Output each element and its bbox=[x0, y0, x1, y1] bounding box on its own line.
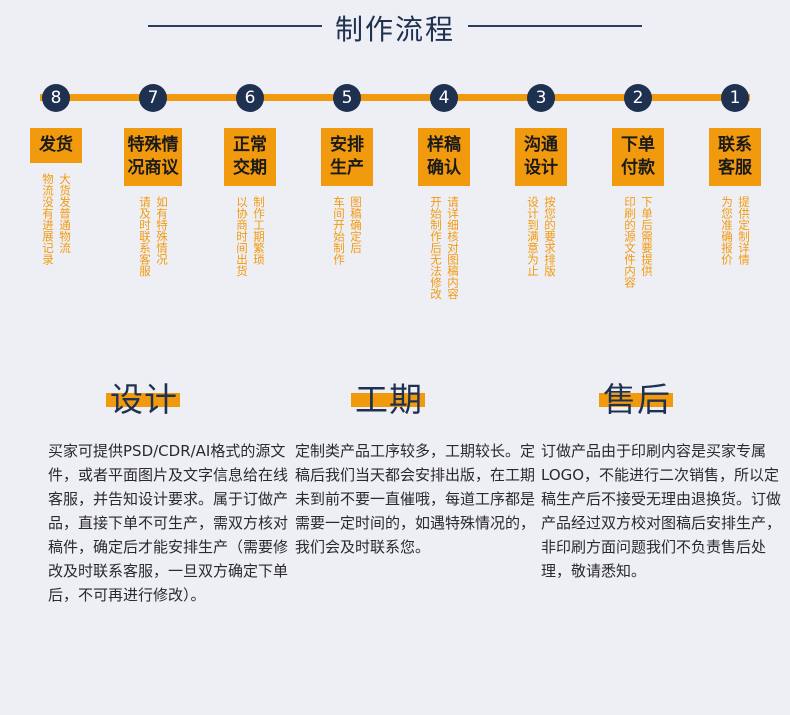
section-body: 买家可提供PSD/CDR/AI格式的源文件，或者平面图片及文字信息给在线客服，并… bbox=[48, 442, 289, 604]
step-label: 安排生产 bbox=[321, 128, 373, 186]
step-description: 制作工期繁琐 以协商时间出货 bbox=[220, 196, 280, 277]
timeline-bar bbox=[40, 94, 750, 101]
step-label: 下单付款 bbox=[612, 128, 664, 186]
step-7: 7 特殊情况商议 如有特殊情况 请及时联系客服 bbox=[123, 84, 183, 277]
step-number: 2 bbox=[624, 84, 652, 112]
step-6: 6 正常交期 制作工期繁琐 以协商时间出货 bbox=[220, 84, 280, 277]
page-title: 制作流程 bbox=[334, 13, 455, 46]
section-heading: 工期 bbox=[295, 373, 535, 419]
section-body: 定制类产品工序较多，工期较长。定稿后我们当天都会安排出版，在工期未到前不要一直催… bbox=[295, 442, 536, 556]
heading-underline bbox=[106, 393, 180, 407]
step-desc-line: 车间开始制作 bbox=[332, 196, 346, 265]
step-desc-line: 以协商时间出货 bbox=[235, 196, 249, 277]
step-label: 正常交期 bbox=[224, 128, 276, 186]
step-desc-line: 图稿确定后 bbox=[349, 196, 363, 254]
step-description: 下单后需要提供 印刷的源文件内容 bbox=[608, 196, 668, 288]
section-title: 售后 bbox=[603, 380, 671, 419]
header-divider-left bbox=[148, 25, 322, 27]
step-4: 4 样稿确认 请详细核对图稿内容 开始制作后无法修改 bbox=[414, 84, 474, 300]
step-desc-line: 下单后需要提供 bbox=[640, 196, 654, 277]
step-2: 2 下单付款 下单后需要提供 印刷的源文件内容 bbox=[608, 84, 668, 288]
section-title: 工期 bbox=[355, 380, 423, 419]
section-design: 设计 买家可提供PSD/CDR/AI格式的源文件，或者平面图片及文字信息给在线客… bbox=[48, 373, 288, 607]
step-desc-line: 物流没有进展记录 bbox=[41, 173, 55, 265]
step-description: 大货发普通物流 物流没有进展记录 bbox=[26, 173, 86, 265]
step-number: 6 bbox=[236, 84, 264, 112]
step-desc-line: 请及时联系客服 bbox=[138, 196, 152, 277]
step-number: 7 bbox=[139, 84, 167, 112]
step-number: 1 bbox=[721, 84, 749, 112]
step-desc-line: 提供定制详情 bbox=[737, 196, 751, 265]
header-divider-right bbox=[468, 25, 642, 27]
step-label: 沟通设计 bbox=[515, 128, 567, 186]
step-desc-line: 设计到满意为止 bbox=[526, 196, 540, 277]
step-number: 5 bbox=[333, 84, 361, 112]
step-number: 4 bbox=[430, 84, 458, 112]
step-description: 请详细核对图稿内容 开始制作后无法修改 bbox=[414, 196, 474, 300]
step-number: 8 bbox=[42, 84, 70, 112]
step-desc-line: 如有特殊情况 bbox=[155, 196, 169, 265]
step-label: 发货 bbox=[30, 128, 82, 163]
section-schedule: 工期 定制类产品工序较多，工期较长。定稿后我们当天都会安排出版，在工期未到前不要… bbox=[295, 373, 535, 559]
heading-underline bbox=[599, 393, 673, 407]
step-desc-line: 为您准确报价 bbox=[720, 196, 734, 265]
step-3: 3 沟通设计 按您的要求排版 设计到满意为止 bbox=[511, 84, 571, 277]
step-desc-line: 印刷的源文件内容 bbox=[623, 196, 637, 288]
section-heading: 售后 bbox=[541, 373, 781, 419]
step-1: 1 联系客服 提供定制详情 为您准确报价 bbox=[705, 84, 765, 265]
step-8: 8 发货 大货发普通物流 物流没有进展记录 bbox=[26, 84, 86, 265]
heading-underline bbox=[351, 393, 425, 407]
step-label: 联系客服 bbox=[709, 128, 761, 186]
step-description: 按您的要求排版 设计到满意为止 bbox=[511, 196, 571, 277]
page-header: 制作流程 bbox=[0, 0, 790, 50]
step-desc-line: 制作工期繁琐 bbox=[252, 196, 266, 265]
step-number: 3 bbox=[527, 84, 555, 112]
step-description: 如有特殊情况 请及时联系客服 bbox=[123, 196, 183, 277]
section-heading: 设计 bbox=[48, 373, 288, 419]
step-desc-line: 请详细核对图稿内容 bbox=[446, 196, 460, 300]
step-description: 提供定制详情 为您准确报价 bbox=[705, 196, 765, 265]
section-body: 订做产品由于印刷内容是买家专属LOGO，不能进行二次销售，所以定稿生产后不接受无… bbox=[541, 442, 782, 580]
step-description: 图稿确定后 车间开始制作 bbox=[317, 196, 377, 265]
step-label: 样稿确认 bbox=[418, 128, 470, 186]
step-desc-line: 按您的要求排版 bbox=[543, 196, 557, 277]
step-desc-line: 开始制作后无法修改 bbox=[429, 196, 443, 300]
section-aftersales: 售后 订做产品由于印刷内容是买家专属LOGO，不能进行二次销售，所以定稿生产后不… bbox=[541, 373, 781, 583]
step-desc-line: 大货发普通物流 bbox=[58, 173, 72, 254]
step-label: 特殊情况商议 bbox=[124, 128, 182, 186]
section-title: 设计 bbox=[110, 380, 178, 419]
step-5: 5 安排生产 图稿确定后 车间开始制作 bbox=[317, 84, 377, 265]
